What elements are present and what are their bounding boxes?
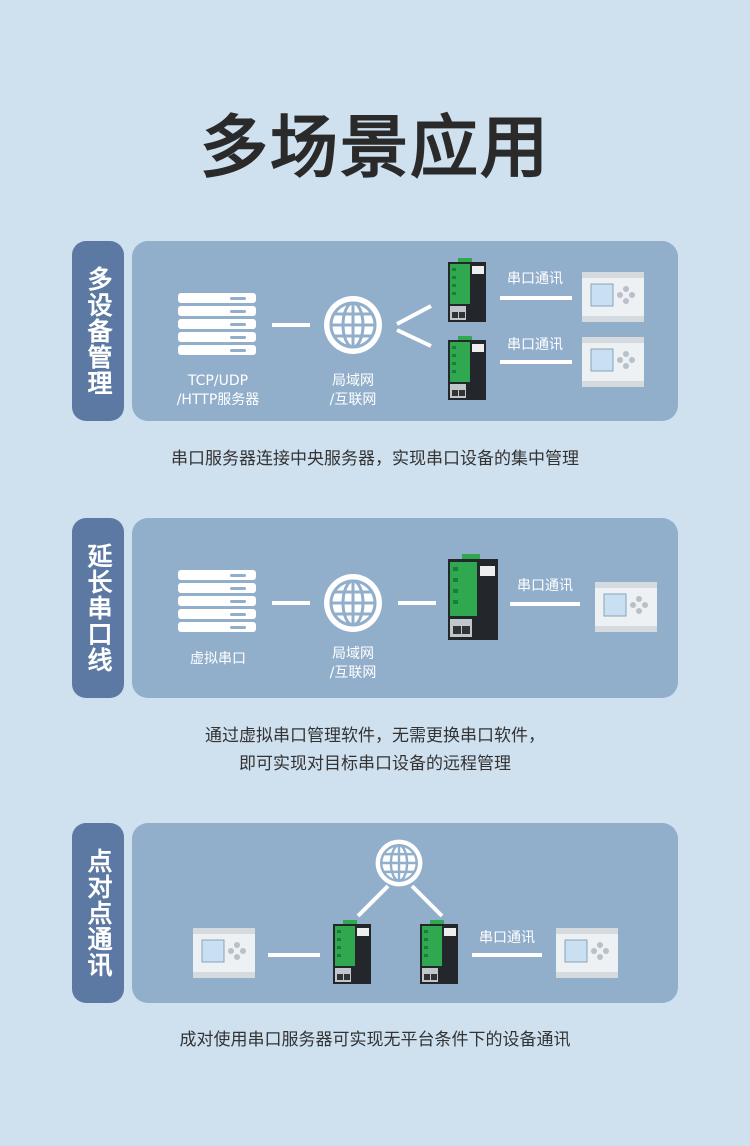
section-tab-label: 延长串口线 (84, 543, 113, 673)
globe-icon (375, 839, 423, 887)
hmi-controller-icon (556, 928, 618, 978)
server-label-line2: /HTTP服务器 (176, 392, 260, 408)
section-caption: 串口服务器连接中央服务器，实现串口设备的集中管理 (0, 445, 750, 473)
connection-line (272, 601, 310, 605)
serial-line (510, 602, 580, 606)
section-caption: 成对使用串口服务器可实现无平台条件下的设备通讯 (0, 1026, 750, 1054)
section-tab-label: 多设备管理 (84, 266, 113, 396)
network-label-line1: 局域网 (332, 373, 374, 389)
caption-line1: 通过虚拟串口管理软件，无需更换串口软件， (205, 726, 545, 746)
globe-icon (324, 296, 382, 354)
section-tab: 延长串口线 (72, 518, 124, 698)
serial-server-device-icon (448, 336, 486, 400)
server-label-line1: TCP/UDP (187, 373, 249, 389)
section-tab: 点对点通讯 (72, 823, 124, 1003)
network-label: 局域网 /互联网 (313, 645, 393, 683)
branch-lines (356, 884, 444, 918)
network-label: 局域网 /互联网 (313, 372, 393, 410)
server-label: TCP/UDP /HTTP服务器 (168, 372, 268, 410)
serial-line (268, 953, 320, 957)
network-label-line2: /互联网 (329, 392, 377, 408)
section-caption: 通过虚拟串口管理软件，无需更换串口软件， 即可实现对目标串口设备的远程管理 (0, 722, 750, 778)
branch-lines (396, 304, 432, 348)
serial-comm-label: 串口通讯 (507, 337, 563, 353)
caption-text: 成对使用串口服务器可实现无平台条件下的设备通讯 (179, 1030, 571, 1050)
diagram-panel (132, 241, 678, 421)
diagram-panel (132, 518, 678, 698)
globe-icon (324, 574, 382, 632)
section-tab-label: 点对点通讯 (84, 848, 113, 978)
serial-server-device-icon (420, 920, 458, 984)
caption-line2: 即可实现对目标串口设备的远程管理 (239, 754, 511, 774)
section-tab: 多设备管理 (72, 241, 124, 421)
connection-line (272, 323, 310, 327)
serial-comm-label: 串口通讯 (507, 271, 563, 287)
serial-comm-label: 串口通讯 (517, 578, 573, 594)
hmi-controller-icon (582, 337, 644, 387)
hmi-controller-icon (193, 928, 255, 978)
serial-server-device-icon (448, 258, 486, 322)
network-label-line2: /互联网 (329, 665, 377, 681)
page-title: 多场景应用 (199, 109, 550, 188)
serial-line (500, 296, 572, 300)
serial-comm-label: 串口通讯 (479, 930, 535, 946)
hmi-controller-icon (595, 582, 657, 632)
serial-line (500, 360, 572, 364)
hmi-controller-icon (582, 272, 644, 322)
serial-line (472, 953, 542, 957)
serial-server-device-icon (448, 554, 498, 640)
virtual-serial-label: 虚拟串口 (190, 651, 246, 667)
connection-line (398, 601, 436, 605)
network-label-line1: 局域网 (332, 646, 374, 662)
server-icon (178, 293, 256, 357)
caption-text: 串口服务器连接中央服务器，实现串口设备的集中管理 (171, 449, 579, 469)
serial-server-device-icon (333, 920, 371, 984)
server-icon (178, 570, 256, 634)
